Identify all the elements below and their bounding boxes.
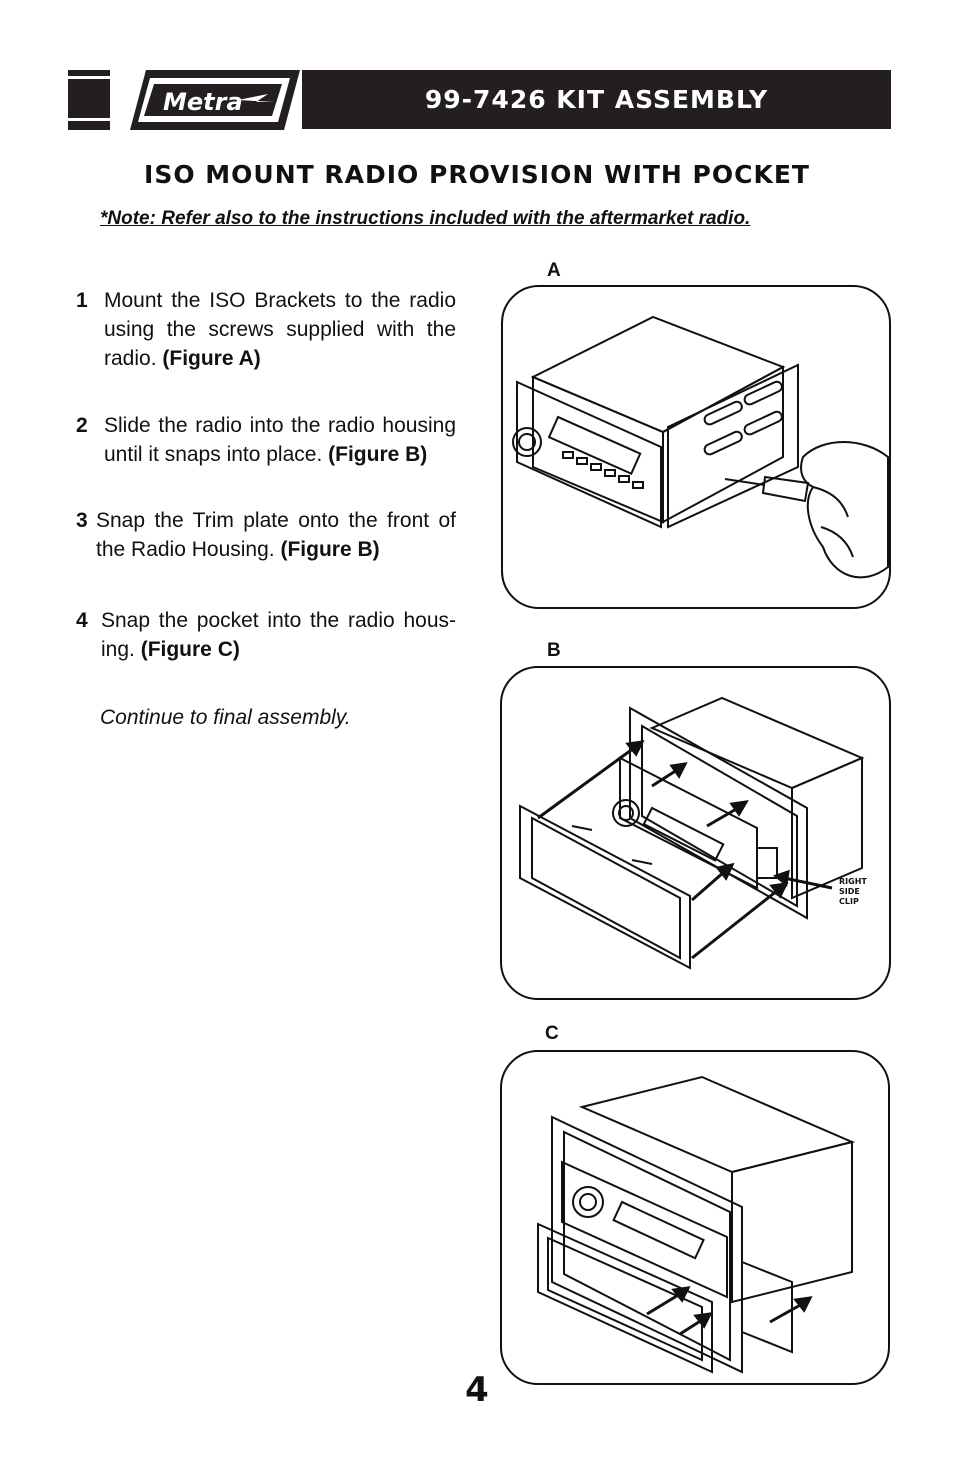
figure-b: RIGHT SIDE CLIP [500,666,891,1000]
callout-line-3: CLIP [839,897,859,906]
metra-logo: Metra [68,70,300,130]
header-bar: 99-7426 KIT ASSEMBLY [302,70,891,129]
step-3: 3 Snap the Trim plate onto the front of … [76,506,456,566]
callout-line-2: SIDE [839,887,860,896]
figure-c [500,1050,890,1385]
step-text: Mount the ISO Brackets to the radio usin… [104,289,456,370]
note-text: *Note: Refer also to the instructions in… [100,208,751,229]
step-text: Snap the pocket into the radio hous-ing.… [101,609,456,661]
step-text: Slide the radio into the radio housing u… [104,414,456,466]
step-4: 4 Snap the pocket into the radio hous-in… [76,606,456,666]
pocket-installation-illustration [537,1075,856,1374]
section-title: ISO MOUNT RADIO PROVISION WITH POCKET [144,160,810,189]
step-1: 1 Mount the ISO Brackets to the radio us… [76,286,456,376]
step-number: 4 [76,609,88,632]
radio-housing-trim-illustration: RIGHT SIDE CLIP [519,696,867,970]
figure-c-label: C [545,1023,559,1044]
step-number: 3 [76,509,88,532]
kit-title: 99-7426 KIT ASSEMBLY [424,85,769,114]
figure-b-label: B [547,640,561,661]
step-text: Snap the Trim plate onto the front of th… [96,509,456,561]
continue-text: Continue to final assembly. [100,706,351,729]
step-2: 2 Slide the radio into the radio housing… [76,411,456,471]
step-number: 1 [76,289,88,312]
callout-line-1: RIGHT [839,877,867,886]
step-number: 2 [76,414,88,437]
figure-a-label: A [547,260,561,281]
radio-with-brackets-illustration [512,315,889,579]
figure-a [501,285,891,609]
logo-wordmark: Metra [163,88,243,116]
page-number: 4 [465,1370,489,1410]
